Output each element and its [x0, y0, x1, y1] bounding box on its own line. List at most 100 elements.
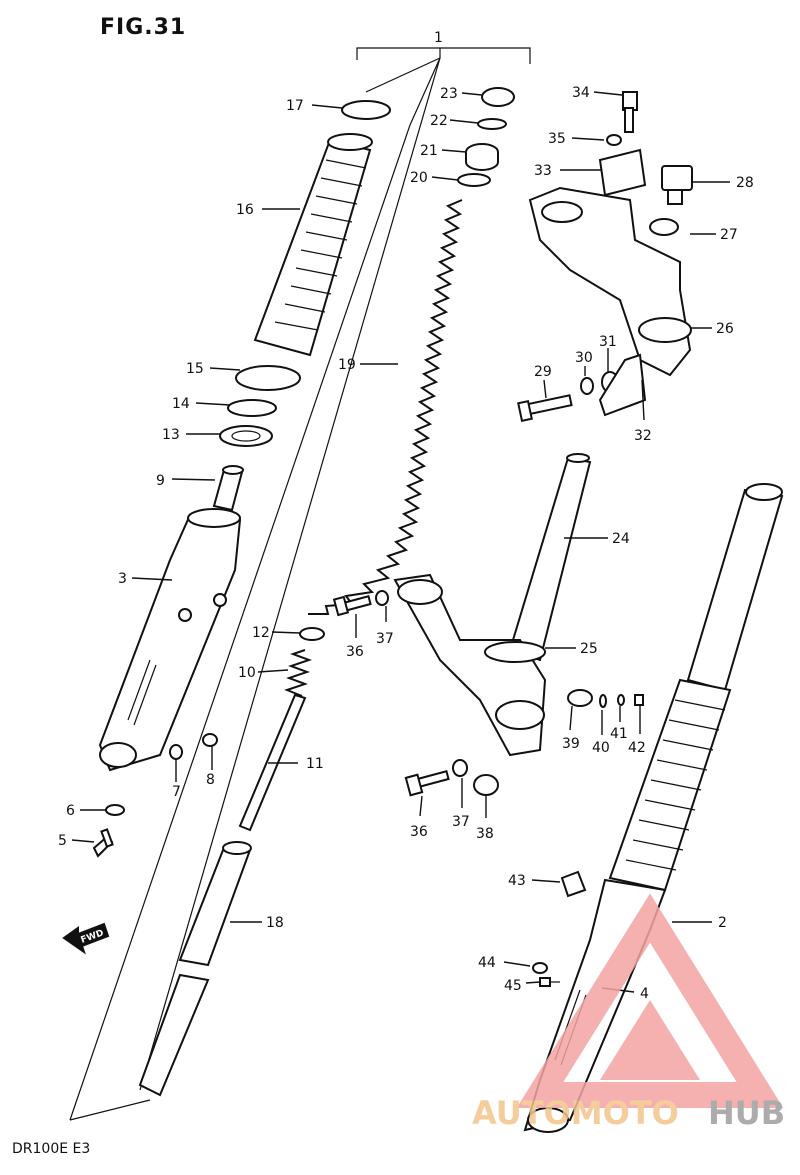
inner-tube-right	[686, 483, 784, 692]
bolt-29	[517, 394, 573, 423]
watermark-text-primary: AUTOMOTO	[472, 1094, 679, 1132]
plate-32	[598, 353, 647, 417]
callout-7: 7	[172, 784, 181, 800]
callout-9: 9	[156, 473, 165, 489]
callout-24: 24	[612, 531, 630, 547]
outer-tube-3	[98, 508, 242, 772]
callout-32: 32	[634, 428, 652, 444]
guide-38	[473, 774, 499, 796]
callout-23: 23	[440, 86, 458, 102]
assembly-bracket	[69, 47, 531, 1121]
inner-tube-18	[138, 841, 252, 1097]
callout-31: 31	[599, 334, 617, 350]
callout-39: 39	[562, 736, 580, 752]
callout-19: 19	[338, 357, 356, 373]
steering-stem-24	[508, 453, 592, 662]
callout-12: 12	[252, 625, 270, 641]
callout-28: 28	[736, 175, 754, 191]
callout-42: 42	[628, 740, 646, 756]
bolt-36-lower	[404, 770, 450, 797]
watermark-triangle-icon	[516, 893, 784, 1108]
callout-1: 1	[434, 30, 443, 46]
clamp-15	[235, 365, 301, 391]
screw-45	[539, 977, 560, 987]
callout-37-upper: 37	[376, 631, 394, 647]
cylinder-9	[212, 465, 244, 512]
leader-lines	[71, 91, 730, 993]
holder-33	[598, 148, 647, 197]
fork-boot-16	[253, 133, 373, 357]
callout-43: 43	[508, 873, 526, 889]
callout-36-lower: 36	[410, 824, 428, 840]
ring-22	[477, 118, 507, 130]
oil-seal-13	[219, 425, 273, 447]
callout-10: 10	[238, 665, 256, 681]
callout-16: 16	[236, 202, 254, 218]
washer-44	[532, 962, 548, 974]
callout-20: 20	[410, 170, 428, 186]
callout-41: 41	[610, 726, 628, 742]
watermark: AUTOMOTO HUB	[472, 893, 785, 1132]
bolt-5	[92, 828, 114, 858]
fork-spring-19	[308, 199, 463, 615]
callout-26: 26	[716, 321, 734, 337]
bolt-36-upper	[332, 595, 372, 617]
ring-20	[457, 173, 491, 187]
callout-44: 44	[478, 955, 496, 971]
cap-23	[481, 87, 515, 107]
callout-30: 30	[575, 350, 593, 366]
bolt-28	[661, 165, 693, 205]
washer-35	[606, 134, 622, 146]
ring-14	[227, 399, 277, 417]
washer-37-upper	[375, 590, 389, 606]
callout-15: 15	[186, 361, 204, 377]
callout-2: 2	[718, 915, 727, 931]
callout-14: 14	[172, 396, 190, 412]
model-label: DR100E E3	[12, 1141, 90, 1157]
callout-34: 34	[572, 85, 590, 101]
screw-42	[634, 694, 644, 706]
clamp-17	[341, 100, 391, 120]
bolt-34	[622, 91, 638, 133]
callout-6: 6	[66, 803, 75, 819]
washer-37-lower	[452, 759, 468, 777]
washer-27	[649, 218, 679, 236]
callout-labels: 1 2 3 4 5 6 7 8 9 10 11 12 13 14 15 16 1…	[58, 30, 754, 1002]
fork-boot-right	[608, 678, 732, 892]
callout-45: 45	[504, 978, 522, 994]
callout-11: 11	[306, 756, 324, 772]
callout-3: 3	[118, 571, 127, 587]
ring-12	[299, 627, 325, 641]
washer-41	[617, 694, 625, 706]
washer-40	[599, 694, 607, 708]
callout-33: 33	[534, 163, 552, 179]
screw-8	[202, 733, 218, 747]
callout-36-upper: 36	[346, 644, 364, 660]
callout-18: 18	[266, 915, 284, 931]
cap-21	[465, 143, 499, 171]
fwd-arrow: FWD	[62, 922, 110, 955]
callout-35: 35	[548, 131, 566, 147]
callout-29: 29	[534, 364, 552, 380]
callout-37-lower: 37	[452, 814, 470, 830]
callout-22: 22	[430, 113, 448, 129]
callout-21: 21	[420, 143, 438, 159]
callout-25: 25	[580, 641, 598, 657]
callout-27: 27	[720, 227, 738, 243]
washer-6	[105, 804, 125, 816]
callout-38: 38	[476, 826, 494, 842]
upper-bracket-26	[528, 186, 692, 377]
callout-5: 5	[58, 833, 67, 849]
callout-13: 13	[162, 427, 180, 443]
callout-40: 40	[592, 740, 610, 756]
guide-43	[560, 870, 587, 898]
callout-4: 4	[640, 986, 649, 1002]
lower-bracket-25	[393, 573, 547, 757]
spring-10	[284, 649, 312, 697]
callout-8: 8	[206, 772, 215, 788]
washer-30	[580, 377, 594, 395]
washer-7	[169, 744, 183, 760]
callout-17: 17	[286, 98, 304, 114]
watermark-text-secondary: HUB	[708, 1094, 785, 1132]
